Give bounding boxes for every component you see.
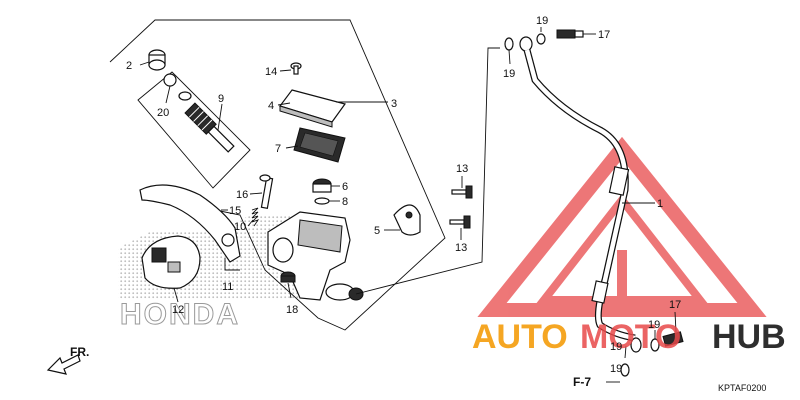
part-16-pivot-bolt (259, 174, 274, 209)
callout-20: 20 (157, 107, 169, 119)
part-5-clamp (393, 204, 421, 236)
callout-5: 5 (374, 225, 380, 237)
upper-banjo-washers (504, 33, 546, 52)
callout-17-upper: 17 (598, 29, 610, 41)
part-6-boot (312, 178, 332, 193)
direction-label: FR. (70, 345, 89, 359)
watermark-moto: MOTO (580, 318, 681, 356)
callout-19-bottom-upper: 19 (610, 341, 622, 353)
callout-14: 14 (265, 66, 277, 78)
part-10-spring (251, 207, 260, 227)
part-1-brake-hose (523, 49, 636, 342)
callout-12: 12 (172, 304, 184, 316)
part-9-piston (178, 91, 235, 153)
callout-10: 10 (234, 221, 246, 233)
assembly-boundary (109, 19, 446, 331)
callout-7: 7 (275, 143, 281, 155)
front-direction-indicator: FR. (46, 345, 89, 375)
callout-19-top: 19 (536, 15, 548, 27)
part-17-banjo-bolt-upper (556, 29, 584, 39)
part-4-reservoir-cap (279, 89, 346, 128)
diagram-code: KPTAF0200 (718, 383, 766, 393)
callout-6: 6 (342, 181, 348, 193)
part-20-circlip (163, 73, 177, 87)
lower-banjo-washers (620, 337, 660, 377)
callout-19-right: 19 (648, 319, 660, 331)
callout-9: 9 (218, 93, 224, 105)
part-14-screw (290, 62, 302, 75)
watermark-hub: HUB (712, 318, 786, 356)
watermark-auto: AUTO (472, 318, 568, 356)
callout-15: 15 (229, 205, 241, 217)
part-7-diaphragm (293, 127, 346, 163)
part-8-o-ring (314, 197, 330, 205)
callout-18: 18 (286, 304, 298, 316)
page-reference: F-7 (573, 375, 591, 389)
callout-19-left: 19 (503, 68, 515, 80)
callout-13-upper: 13 (456, 163, 468, 175)
subassembly-boundary (137, 71, 251, 189)
part-2-cap (148, 49, 166, 71)
callout-13-lower: 13 (455, 242, 467, 254)
callout-4: 4 (268, 100, 274, 112)
watermark-logo (477, 136, 767, 317)
part-17-banjo-bolt-lower (662, 331, 684, 347)
part-13-bolt-lower (449, 215, 471, 229)
part-12-switch (141, 235, 201, 289)
callout-3: 3 (391, 98, 397, 110)
callout-labels: 2 20 9 14 4 3 7 6 8 16 15 10 11 12 5 18 … (126, 15, 681, 375)
part-11-brake-lever (139, 184, 241, 263)
callout-17-lower: 17 (669, 299, 681, 311)
callout-1: 1 (657, 198, 663, 210)
callout-16: 16 (236, 189, 248, 201)
part-18-cap (280, 271, 296, 283)
callout-2: 2 (126, 60, 132, 72)
honda-text: HONDA (120, 298, 240, 331)
callout-19-bottom-lower: 19 (610, 363, 622, 375)
master-cylinder-body (267, 211, 364, 301)
callout-11: 11 (222, 281, 233, 293)
watermark-text: AUTO MOTO HUB (472, 318, 786, 356)
part-13-bolt-upper (451, 185, 473, 199)
callout-8: 8 (342, 196, 348, 208)
